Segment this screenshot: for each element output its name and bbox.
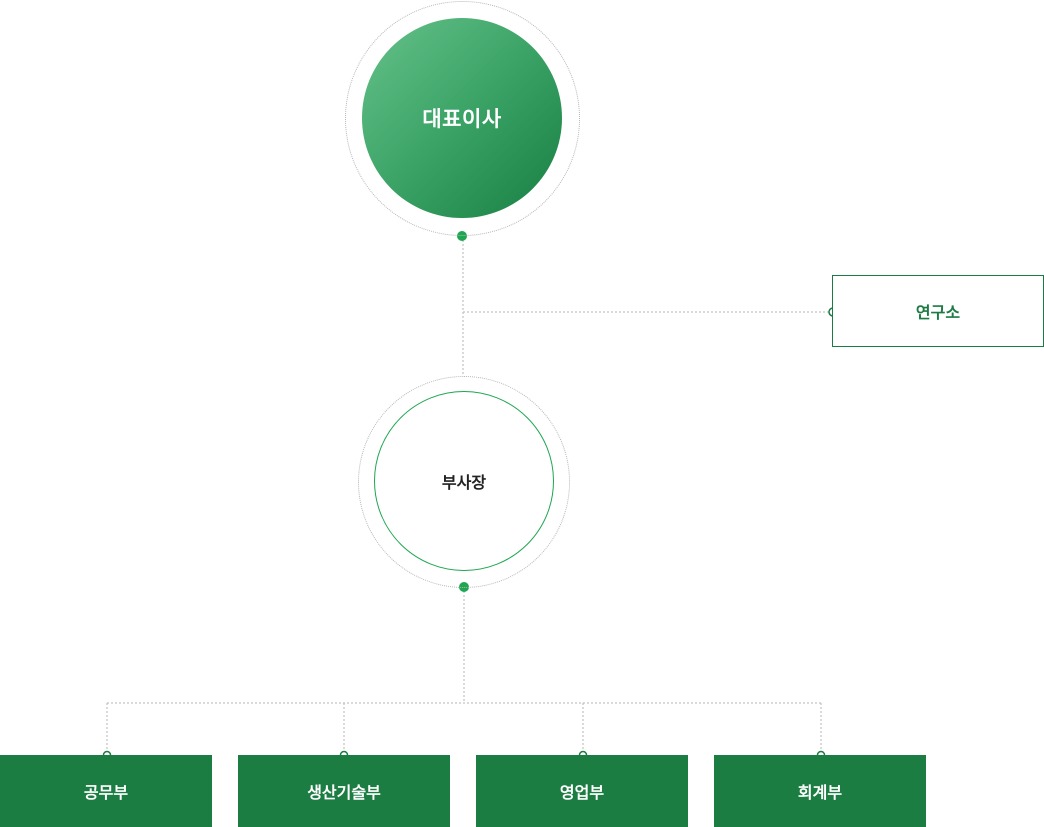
department-label: 공무부 <box>83 783 129 802</box>
department-label: 회계부 <box>797 783 843 802</box>
vice-president-label: 부사장 <box>441 473 487 492</box>
research-lab-node: 연구소 <box>832 275 1044 347</box>
department-label: 영업부 <box>559 783 605 802</box>
vice-president-node: 부사장 <box>374 391 554 571</box>
department-node: 생산기술부 <box>238 755 450 827</box>
department-node: 공무부 <box>0 755 212 827</box>
department-label: 생산기술부 <box>307 783 381 802</box>
department-node: 회계부 <box>714 755 926 827</box>
research-lab-label: 연구소 <box>915 303 961 322</box>
ceo-outer-ring <box>345 1 580 236</box>
department-node: 영업부 <box>476 755 688 827</box>
vp-outer-ring <box>358 376 570 588</box>
ceo-label: 대표이사 <box>422 107 502 131</box>
ceo-node: 대표이사 <box>362 18 562 218</box>
